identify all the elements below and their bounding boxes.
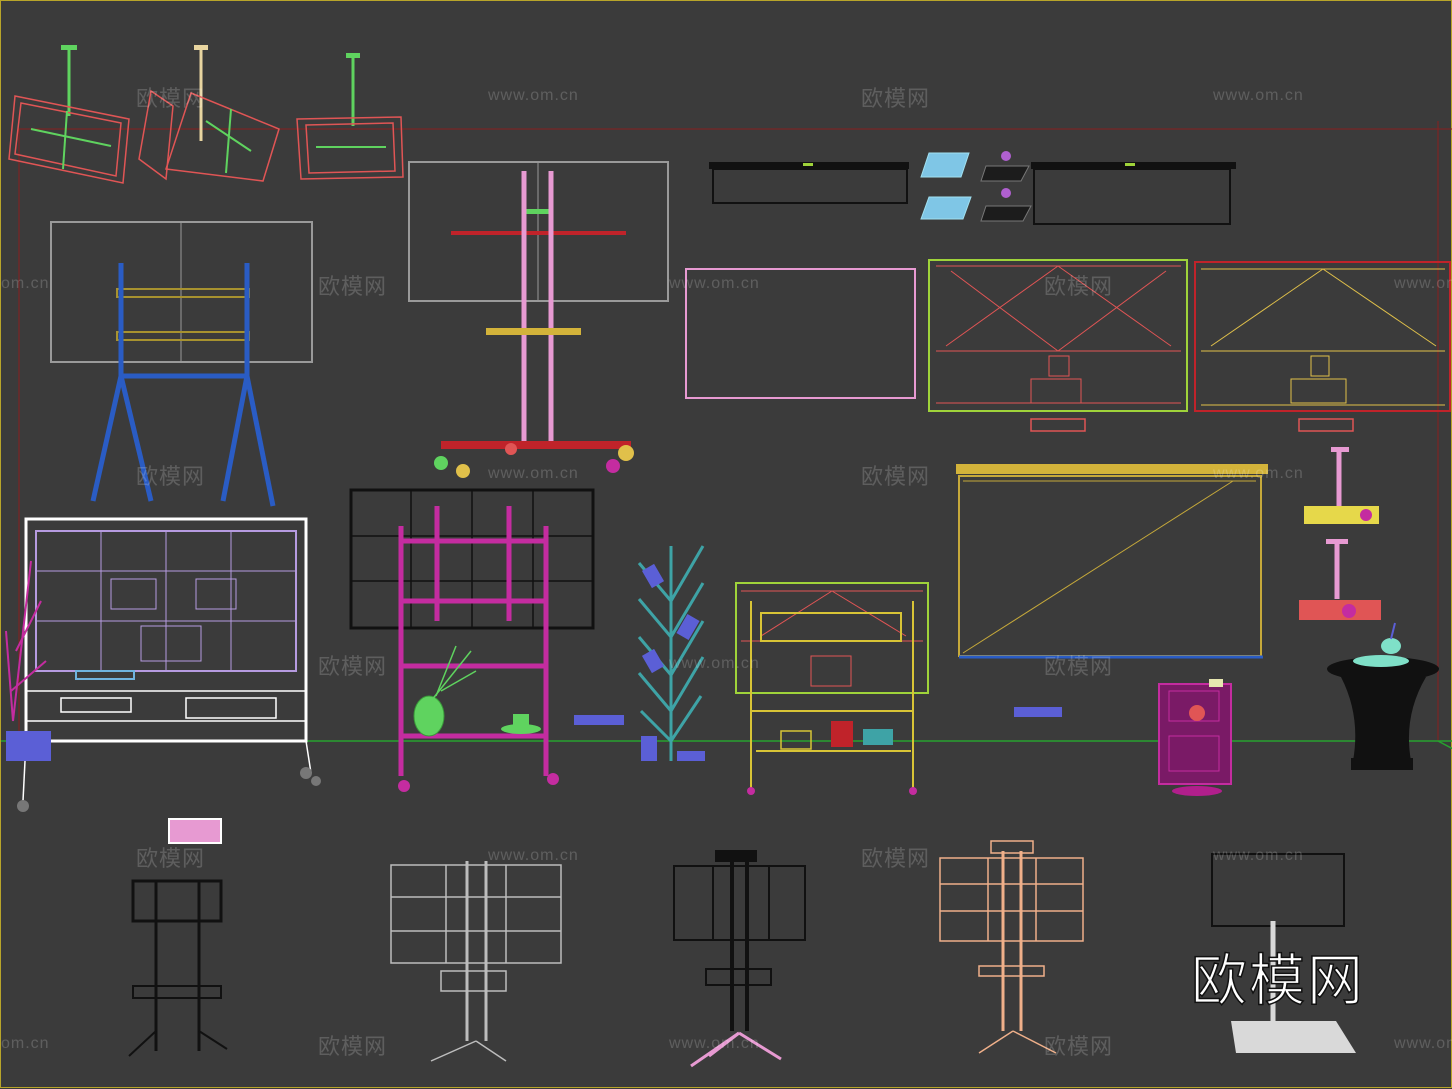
tv-panel-pink[interactable]: [685, 268, 916, 399]
ceiling-tv-mount-1[interactable]: [8, 45, 130, 184]
watermark-cn: 欧模网: [318, 275, 388, 300]
media-cabinet-magenta[interactable]: [1158, 679, 1232, 796]
watermark-cn: 欧模网: [136, 847, 206, 872]
tv-stand-black-1[interactable]: [128, 818, 228, 1057]
floor-tv-stand-pink[interactable]: [408, 161, 669, 478]
tv-cart-yellow-wire[interactable]: [735, 582, 929, 795]
watermark-url: www.om.cn: [488, 465, 579, 482]
color-strip-2: [1014, 707, 1062, 717]
watermark-cn: 欧模网: [1044, 655, 1114, 680]
wall-screen-black-1[interactable]: [709, 162, 909, 204]
watermark-cn: 欧模网: [861, 847, 931, 872]
watermark-cn: 欧模网: [861, 87, 931, 112]
watermark-url: www.om.cn: [488, 87, 579, 104]
watermark-url: www.om.cn: [1213, 465, 1304, 482]
watermark-url: www.om.cn: [1394, 275, 1452, 292]
watermark-logo: 欧模网: [1190, 948, 1365, 1015]
tv-stand-grey[interactable]: [390, 861, 562, 1062]
watermark-url: www.om.cn: [669, 655, 760, 672]
watermark-cn: 欧模网: [1044, 275, 1114, 300]
small-devices-cyan[interactable]: [920, 151, 1032, 222]
tv-panel-green-wire[interactable]: [928, 259, 1188, 432]
tv-stand-black-2[interactable]: [673, 850, 806, 1068]
ceiling-tv-mount-2[interactable]: [138, 45, 280, 182]
watermark-cn: 欧模网: [318, 1035, 388, 1060]
book-tree-shelf[interactable]: [637, 545, 705, 761]
tv-stand-white-base[interactable]: [1211, 853, 1356, 1053]
watermark-cn: 欧模网: [136, 87, 206, 112]
watermark-url: www.om.cn: [669, 1035, 760, 1052]
side-table-black[interactable]: [1327, 622, 1439, 770]
tv-panel-red-wire[interactable]: [1194, 261, 1451, 432]
whiteboard-stand[interactable]: [5, 517, 321, 812]
tv-stand-peach[interactable]: [939, 840, 1084, 1054]
ceiling-projector-2[interactable]: [1299, 539, 1381, 620]
watermark-url: www.om.cn: [488, 847, 579, 864]
ceiling-projector-1[interactable]: [1304, 447, 1379, 524]
color-strip-1: [574, 715, 624, 725]
watermark-url: om.cn: [1, 275, 50, 292]
watermark-cn: 欧模网: [861, 465, 931, 490]
watermark-url: om.cn: [1, 1035, 50, 1052]
ceiling-tv-mount-3[interactable]: [296, 53, 404, 180]
watermark-cn: 欧模网: [318, 655, 388, 680]
easel-tv-stand-blue[interactable]: [50, 221, 313, 507]
watermark-cn: 欧模网: [1044, 1035, 1114, 1060]
video-wall-magenta-stand[interactable]: [349, 488, 595, 792]
watermark-url: www.om.cn: [1213, 847, 1304, 864]
watermark-url: www.om.cn: [1213, 87, 1304, 104]
wall-screen-black-2[interactable]: [1031, 162, 1236, 225]
watermark-url: www.om.cn: [1394, 1035, 1452, 1052]
projection-screen[interactable]: [956, 464, 1268, 659]
watermark-url: www.om.cn: [669, 275, 760, 292]
watermark-cn: 欧模网: [136, 465, 206, 490]
